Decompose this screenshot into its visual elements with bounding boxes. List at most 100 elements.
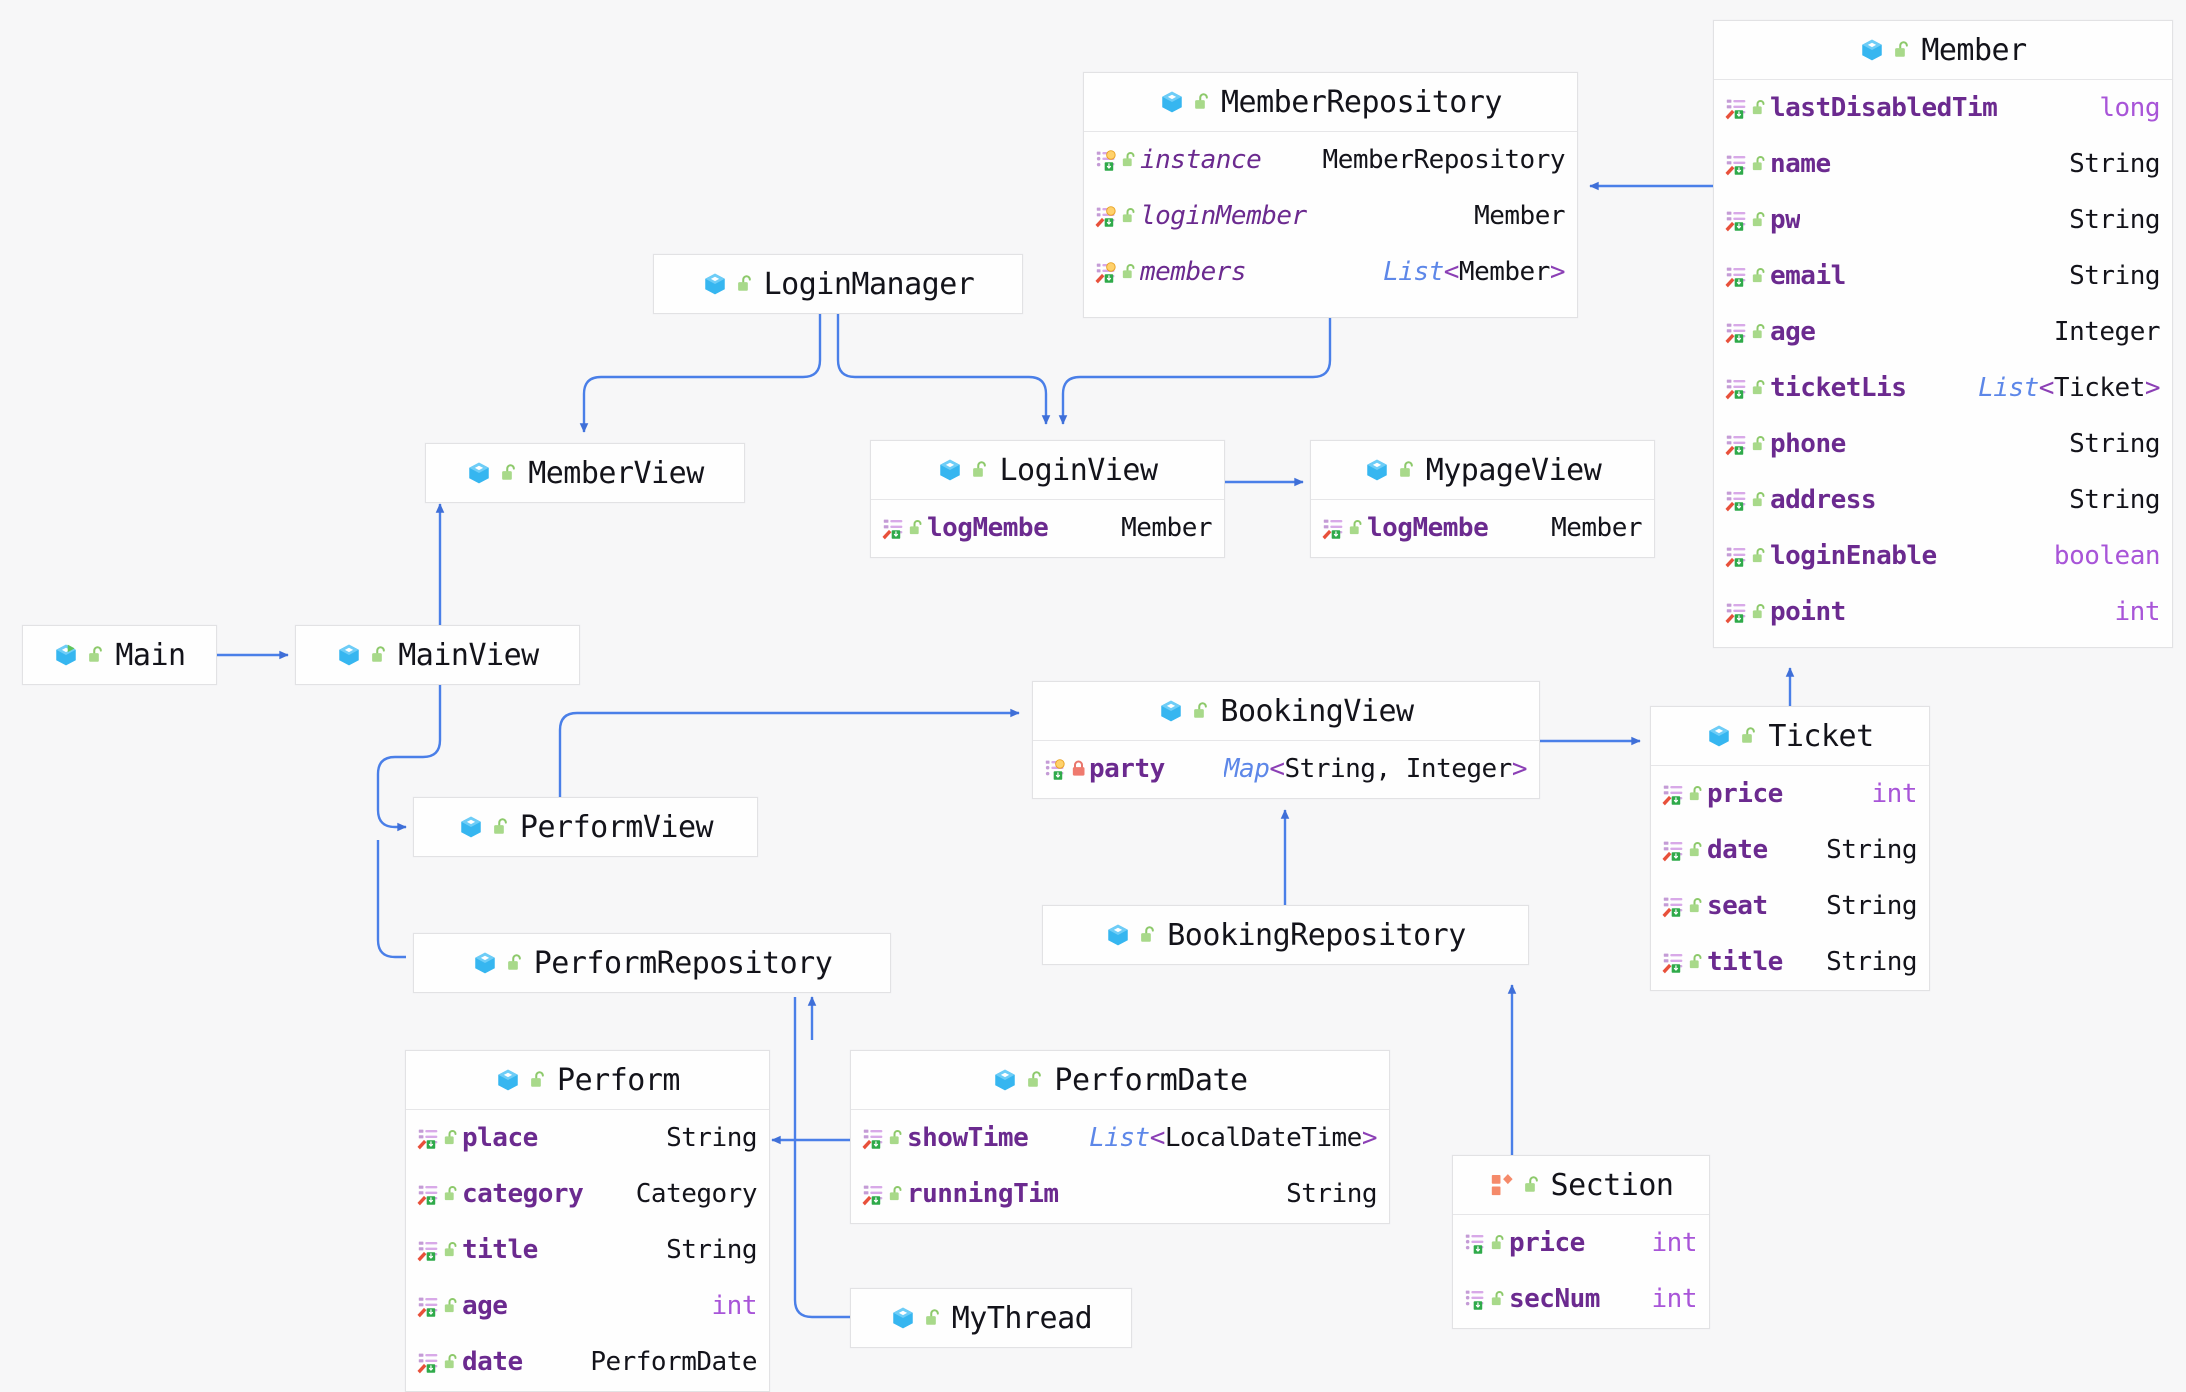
field-row[interactable]: logMembe Member	[1311, 500, 1654, 556]
field-type: String	[2069, 149, 2160, 179]
class-node-member[interactable]: Member lastDisabledTim long name String …	[1713, 20, 2173, 648]
class-node-memberrepository[interactable]: MemberRepository instance MemberReposito…	[1083, 72, 1578, 318]
field-row[interactable]: ticketLis List<Ticket>	[1714, 360, 2172, 416]
unlock-green-icon	[1687, 784, 1707, 804]
field-row[interactable]: title String	[1651, 934, 1929, 990]
class-cube-icon	[992, 1067, 1018, 1093]
unlock-green-icon	[1120, 262, 1140, 282]
class-node-performdate[interactable]: PerformDate showTime List<LocalDateTime>…	[850, 1050, 1390, 1224]
class-node-bookingrepository[interactable]: BookingRepository	[1042, 905, 1529, 965]
field-row[interactable]: members List<Member>	[1084, 244, 1577, 300]
class-header: LoginView	[871, 441, 1224, 499]
field-name: date	[1707, 835, 1768, 865]
field-row[interactable]: age Integer	[1714, 304, 2172, 360]
unlock-green-icon	[887, 1128, 907, 1148]
class-body: price int date String seat String title …	[1651, 765, 1929, 990]
class-node-ticket[interactable]: Ticket price int date String seat String	[1650, 706, 1930, 991]
unlock-green-icon	[1347, 518, 1367, 538]
class-node-performrepository[interactable]: PerformRepository	[413, 933, 891, 993]
field-row[interactable]: category Category	[406, 1166, 769, 1222]
class-header: PerformView	[414, 798, 757, 856]
field-type: List<Member>	[1383, 257, 1565, 287]
field-type: boolean	[2053, 541, 2160, 571]
class-body: party Map<String, Integer>	[1033, 740, 1539, 797]
field-row[interactable]: showTime List<LocalDateTime>	[851, 1110, 1389, 1166]
field-row[interactable]: email String	[1714, 248, 2172, 304]
class-name: Perform	[557, 1062, 680, 1098]
field-row[interactable]: place String	[406, 1110, 769, 1166]
field-type: int	[711, 1291, 757, 1321]
class-header: Member	[1714, 21, 2172, 79]
edge-memberrepository-to-loginview	[1058, 318, 1332, 425]
field-row[interactable]: runningTim String	[851, 1166, 1389, 1222]
field-name: members	[1140, 257, 1247, 287]
field-type: MemberRepository	[1322, 145, 1565, 175]
field-row[interactable]: phone String	[1714, 416, 2172, 472]
unlock-green-icon	[1750, 490, 1770, 510]
class-node-loginview[interactable]: LoginView logMembe Member	[870, 440, 1225, 558]
field-name: runningTim	[907, 1179, 1059, 1209]
class-name: BookingView	[1220, 693, 1414, 729]
class-node-mythread[interactable]: MyThread	[850, 1288, 1132, 1348]
field-row[interactable]: secNum int	[1453, 1271, 1709, 1327]
field-row[interactable]: instance MemberRepository	[1084, 132, 1577, 188]
unlock-green-icon	[1120, 206, 1140, 226]
field-name: logMembe	[1367, 513, 1489, 543]
field-name: instance	[1140, 145, 1262, 175]
field-row[interactable]: pw String	[1714, 192, 2172, 248]
field-type: int	[2114, 597, 2160, 627]
field-icon	[1724, 320, 1750, 344]
class-cube-icon	[1706, 723, 1732, 749]
class-node-perform[interactable]: Perform place String category Category t…	[405, 1050, 770, 1392]
field-row[interactable]: age int	[406, 1278, 769, 1334]
field-icon	[1724, 96, 1750, 120]
field-row[interactable]: price int	[1651, 766, 1929, 822]
field-row[interactable]: name String	[1714, 136, 2172, 192]
class-name: PerformRepository	[533, 945, 833, 981]
field-row[interactable]: loginEnable boolean	[1714, 528, 2172, 584]
unlock-green-icon	[1750, 210, 1770, 230]
class-node-memberview[interactable]: MemberView	[425, 443, 745, 503]
class-cube-icon	[1859, 37, 1885, 63]
class-cube-icon	[890, 1305, 916, 1331]
unlock-green-icon	[735, 273, 757, 295]
field-row[interactable]: date String	[1651, 822, 1929, 878]
field-row[interactable]: party Map<String, Integer>	[1033, 741, 1539, 797]
field-row[interactable]: logMembe Member	[871, 500, 1224, 556]
field-icon	[1661, 838, 1687, 862]
edge-loginmanager-to-memberview	[579, 313, 822, 433]
enum-name: Section	[1550, 1167, 1674, 1203]
class-body: showTime List<LocalDateTime> runningTim …	[851, 1109, 1389, 1222]
field-type: Map<String, Integer>	[1223, 754, 1527, 784]
unlock-green-icon	[442, 1184, 462, 1204]
field-row[interactable]: price int	[1453, 1215, 1709, 1271]
field-row[interactable]: date PerformDate	[406, 1334, 769, 1390]
class-node-performview[interactable]: PerformView	[413, 797, 758, 857]
class-cube-icon	[1158, 698, 1184, 724]
unlock-green-icon	[1750, 434, 1770, 454]
field-row[interactable]: address String	[1714, 472, 2172, 528]
class-node-bookingview[interactable]: BookingView party Map<String, Integer>	[1032, 681, 1540, 799]
unlock-green-icon	[491, 816, 513, 838]
class-node-loginmanager[interactable]: LoginManager	[653, 254, 1023, 314]
class-node-mainview[interactable]: MainView	[295, 625, 580, 685]
field-type: PerformDate	[590, 1347, 757, 1377]
class-cube-icon	[472, 950, 498, 976]
field-name: pw	[1770, 205, 1801, 235]
class-node-mypageview[interactable]: MypageView logMembe Member	[1310, 440, 1655, 558]
edge-loginmanager-to-loginview	[836, 313, 1051, 425]
unlock-green-icon	[1750, 378, 1770, 398]
class-node-main[interactable]: Main	[22, 625, 217, 685]
field-type: String	[2069, 429, 2160, 459]
class-cube-icon	[1159, 89, 1185, 115]
enum-node-section[interactable]: Section price int secNum int	[1452, 1155, 1710, 1329]
field-row[interactable]: lastDisabledTim long	[1714, 80, 2172, 136]
class-header: MemberRepository	[1084, 73, 1577, 131]
field-row[interactable]: seat String	[1651, 878, 1929, 934]
field-row[interactable]: loginMember Member	[1084, 188, 1577, 244]
unlock-green-icon	[1750, 602, 1770, 622]
field-row[interactable]: title String	[406, 1222, 769, 1278]
field-name: loginEnable	[1770, 541, 1937, 571]
class-name: MemberView	[528, 455, 704, 491]
field-row[interactable]: point int	[1714, 584, 2172, 640]
